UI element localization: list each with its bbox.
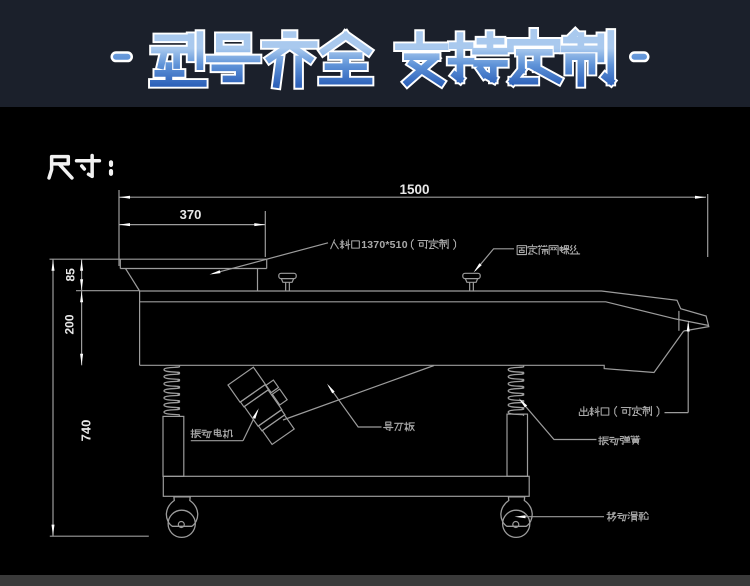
svg-text:1500: 1500	[399, 182, 429, 197]
svg-text:200: 200	[63, 314, 77, 334]
svg-text:1370*510: 1370*510	[361, 239, 408, 251]
svg-text:85: 85	[64, 268, 78, 282]
svg-text:740: 740	[78, 420, 93, 442]
svg-text:370: 370	[180, 207, 202, 222]
